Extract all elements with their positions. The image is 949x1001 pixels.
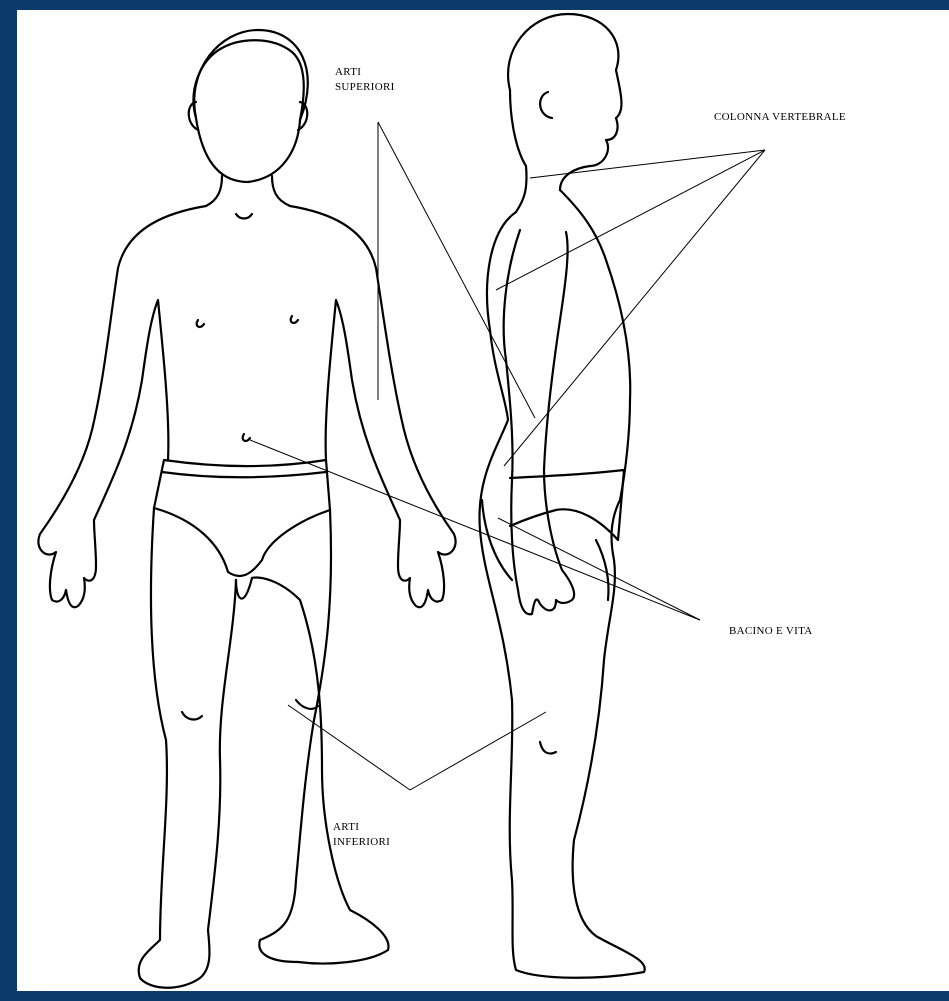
label-bacino-e-vita: BACINO E VITA [729,624,812,639]
front-hair [194,40,304,120]
label-arti-superiori: ARTI SUPERIORI [335,65,395,95]
side-figure [479,14,644,978]
front-body-outline [38,206,206,607]
front-figure [38,30,455,988]
leader-lines [250,122,765,790]
side-briefs [510,470,624,540]
label-colonna-vertebrale: COLONNA VERTEBRALE [714,110,846,125]
label-arti-inferiori: ARTI INFERIORI [333,820,390,850]
body-diagram [17,10,949,991]
front-head [194,30,308,182]
front-right-leg [252,510,388,964]
diagram-canvas: ARTI SUPERIORI COLONNA VERTEBRALE BACINO… [17,10,949,991]
front-left-leg [139,508,236,988]
side-arm [504,230,574,614]
